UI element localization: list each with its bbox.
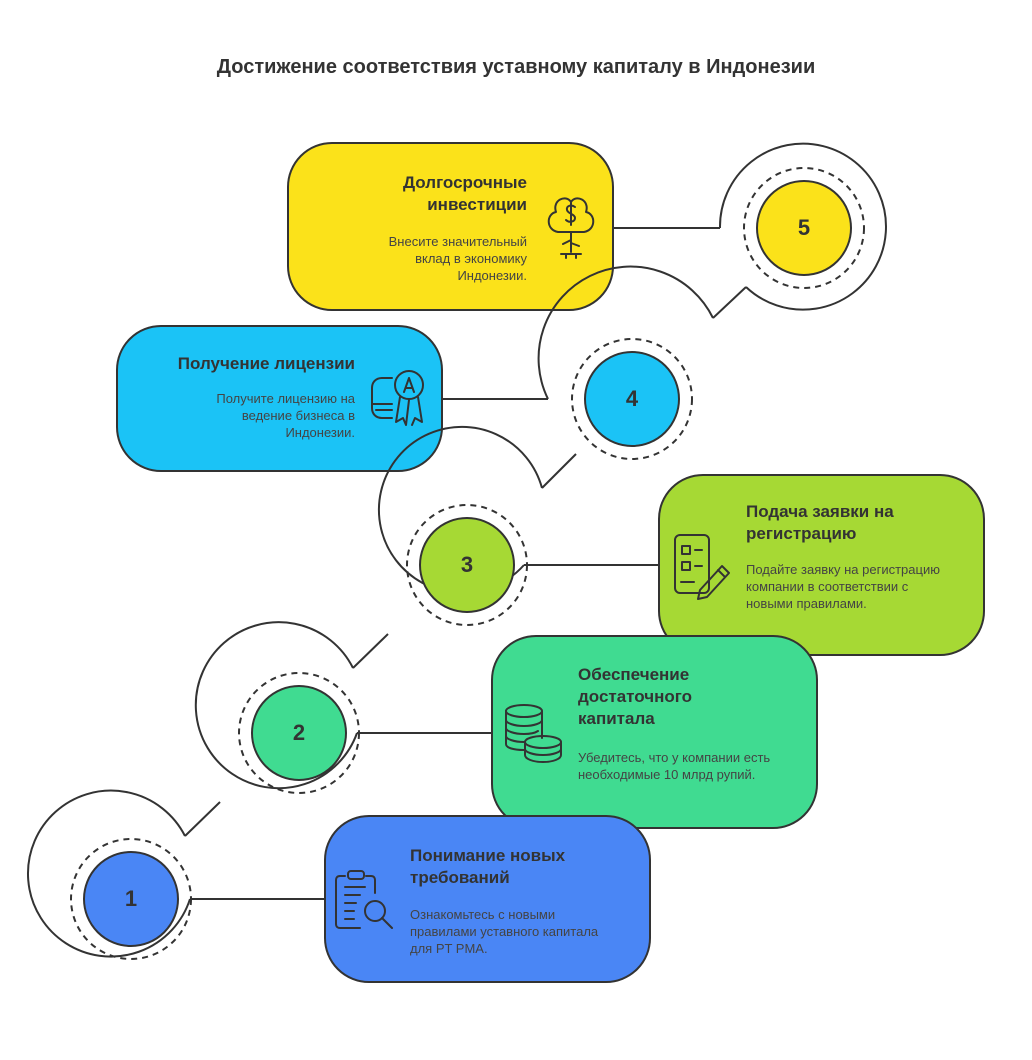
clipboard-search-icon: [335, 870, 393, 929]
step-3-title: Подача заявки на регистрацию: [746, 502, 894, 543]
step-2-number: 2: [292, 720, 306, 745]
link-1-2: [184, 801, 221, 837]
dashed-ring-step-3: [406, 504, 528, 626]
step-1-title: Понимание новых требований: [410, 846, 566, 887]
dashed-ring-step-4: [571, 338, 693, 460]
money-tree-icon: [547, 197, 595, 259]
step-circle-3: [419, 517, 515, 613]
step-2-title: Обеспечение достаточного капитала: [578, 665, 693, 728]
step-5-number: 5: [797, 215, 811, 240]
step-circle-1: [83, 851, 179, 947]
card-step-5: [287, 142, 614, 311]
diagram-title: Достижение соответствия уставному капита…: [216, 56, 816, 78]
step-1-description: Ознакомьтесь с новыми правилами уставног…: [410, 907, 599, 956]
form-pencil-icon: [674, 534, 730, 600]
step-3-description: Подайте заявку на регистрацию компании в…: [746, 562, 940, 611]
dashed-ring-step-2: [238, 672, 360, 794]
step-circle-4: [584, 351, 680, 447]
link-4-5: [712, 286, 747, 319]
card-step-1: [324, 815, 651, 983]
certificate-icon: [371, 370, 424, 426]
step-2-description: Убедитесь, что у компании есть необходим…: [578, 750, 771, 782]
step-4-title: Получение лицензии: [177, 354, 355, 373]
step-1-number: 1: [124, 886, 138, 911]
step-5-title: Долгосрочные инвестиции: [402, 173, 527, 214]
step-circle-5: [756, 180, 852, 276]
step-4-description: Получите лицензию на ведение бизнеса в И…: [216, 391, 355, 440]
outer-ring-step-5: [718, 142, 887, 311]
outer-ring-step-2: [194, 621, 358, 790]
link-3-4: [541, 453, 577, 489]
step-4-number: 4: [625, 386, 639, 411]
step-5-description: Внесите значительный вклад в экономику И…: [388, 234, 527, 283]
link-2-3: [352, 633, 389, 669]
outer-ring-step-1: [27, 789, 191, 958]
dashed-ring-step-1: [70, 838, 192, 960]
step-3-number: 3: [460, 552, 474, 577]
step-circle-2: [251, 685, 347, 781]
outer-ring-step-4: [537, 265, 714, 400]
dashed-ring-step-5: [743, 167, 865, 289]
coins-stack-icon: [505, 704, 562, 763]
